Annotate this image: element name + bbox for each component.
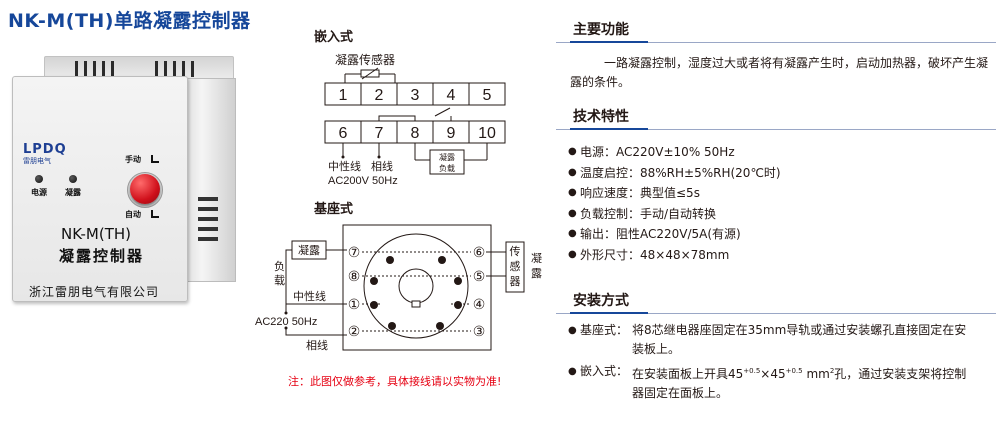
top-terminal-strip bbox=[324, 82, 506, 106]
list-item: ●输出：阻性AC220V/5A(有源) bbox=[568, 227, 741, 242]
pin-4: ④ bbox=[473, 296, 486, 312]
svg-text:器: 器 bbox=[510, 275, 521, 288]
load-label-1: 负 bbox=[274, 259, 285, 273]
terminal-4: 4 bbox=[447, 87, 456, 104]
neutral-label: 中性线 bbox=[328, 159, 361, 173]
install-embed-text: 在安装面板上开具45+0.5×45+0.5 mm2孔，通过安装支架将控制器固定在… bbox=[632, 367, 967, 400]
socket-circle bbox=[363, 233, 469, 339]
sensor-label: 凝露传感器 bbox=[335, 52, 395, 67]
device-side-case bbox=[180, 78, 236, 282]
install-heading: 安装方式 bbox=[573, 293, 629, 309]
pin-8: ⑧ bbox=[348, 268, 361, 284]
tech-rule bbox=[556, 129, 996, 130]
live-label: 相线 bbox=[371, 159, 393, 173]
page-title: NK-M(TH)单路凝露控制器 bbox=[8, 10, 251, 32]
terminal-1: 1 bbox=[339, 87, 348, 104]
top-vents-right bbox=[155, 61, 194, 77]
company-name: 浙江雷朋电气有限公司 bbox=[29, 285, 160, 299]
manual-mark-icon bbox=[151, 155, 159, 163]
pin-2: ② bbox=[348, 323, 361, 339]
pin-5: ⑤ bbox=[473, 268, 486, 284]
power-led-label: 电源 bbox=[31, 188, 47, 197]
socket-pins bbox=[370, 256, 462, 330]
install-rule bbox=[556, 313, 996, 314]
terminal-3: 3 bbox=[411, 87, 420, 104]
tech-list: ●电源：AC220V±10% 50Hz ●温度启控：88%RH±5%RH(20℃… bbox=[568, 142, 781, 266]
auto-mode-label: 自动 bbox=[125, 210, 141, 219]
terminal-9: 9 bbox=[447, 125, 456, 142]
main-function-rule bbox=[556, 42, 996, 43]
install-base: ● 基座式： 将8芯继电器座固定在35mm导轨或通过安装螺孔直接固定在安装板上。 bbox=[568, 321, 977, 359]
terminal-7: 7 bbox=[375, 125, 384, 142]
install-base-text: 将8芯继电器座固定在35mm导轨或通过安装螺孔直接固定在安装板上。 bbox=[632, 323, 967, 356]
device-name-label: 凝露控制器 bbox=[59, 247, 145, 265]
top-vents bbox=[75, 61, 114, 77]
auto-mark-icon bbox=[151, 210, 159, 218]
device-model-label: NK-M(TH) bbox=[61, 225, 131, 243]
install-embed: ● 嵌入式： 在安装面板上开具45+0.5×45+0.5 mm2孔，通过安装支架… bbox=[568, 362, 977, 403]
list-item: ●响应速度：典型值≤5s bbox=[568, 186, 700, 201]
supply-label: AC200V 50Hz bbox=[328, 175, 398, 187]
base-supply-label: AC220 50Hz bbox=[255, 316, 317, 328]
terminal-2: 2 bbox=[375, 87, 384, 104]
base-neutral-label: 中性线 bbox=[293, 289, 326, 303]
product-photo: LPDQ 雷朋电气 电源 凝露 手动 自动 NK-M(TH) 凝露控制器 浙江雷… bbox=[4, 56, 246, 320]
base-live-label: 相线 bbox=[306, 338, 328, 352]
install-base-label: 基座式： bbox=[580, 323, 629, 337]
device-front-panel: LPDQ 雷朋电气 电源 凝露 手动 自动 NK-M(TH) 凝露控制器 浙江雷… bbox=[12, 76, 188, 302]
svg-text:凝露: 凝露 bbox=[298, 243, 320, 257]
socket-center-hole bbox=[398, 268, 434, 304]
install-embed-label: 嵌入式： bbox=[580, 364, 629, 378]
svg-text:传: 传 bbox=[510, 245, 521, 258]
base-sensor-label-1: 凝 bbox=[531, 251, 542, 265]
svg-text:凝露: 凝露 bbox=[439, 152, 455, 162]
terminal-10: 10 bbox=[478, 125, 496, 142]
wiring-note: 注：此图仅做参考，具体接线请以实物为准! bbox=[288, 375, 502, 388]
list-item: ●电源：AC220V±10% 50Hz bbox=[568, 145, 735, 159]
list-item: ●温度启控：88%RH±5%RH(20℃时) bbox=[568, 165, 781, 180]
list-item: ●外形尺寸：48×48×78mm bbox=[568, 247, 730, 262]
socket-outline bbox=[342, 224, 492, 351]
pin-7: ⑦ bbox=[348, 244, 361, 260]
terminal-6: 6 bbox=[339, 125, 348, 142]
terminal-8: 8 bbox=[411, 125, 420, 142]
brand-logo: LPDQ 雷朋电气 bbox=[23, 142, 67, 165]
pin-3: ③ bbox=[473, 323, 486, 339]
svg-text:负载: 负载 bbox=[439, 163, 455, 173]
manual-mode-label: 手动 bbox=[125, 155, 141, 164]
mode-switch-knob bbox=[130, 174, 160, 204]
load-label-2: 载 bbox=[274, 274, 285, 287]
tech-heading: 技术特性 bbox=[573, 109, 629, 125]
list-item: ●负载控制：手动/自动转换 bbox=[568, 206, 717, 221]
condensation-led-label: 凝露 bbox=[65, 188, 81, 197]
load-box bbox=[429, 149, 465, 175]
side-vents bbox=[198, 197, 218, 241]
condensation-led bbox=[69, 175, 77, 183]
terminal-5: 5 bbox=[483, 87, 492, 104]
power-led bbox=[35, 175, 43, 183]
base-heading: 基座式 bbox=[314, 202, 354, 217]
base-sensor-label-2: 露 bbox=[531, 267, 542, 280]
main-function-heading: 主要功能 bbox=[573, 22, 629, 38]
svg-text:感: 感 bbox=[510, 260, 521, 273]
main-function-text: 一路凝露控制，湿度过大或者将有凝露产生时，启动加热器，破坏产生凝露的条件。 bbox=[570, 56, 989, 89]
pin-1: ① bbox=[348, 296, 361, 312]
base-sensor-box bbox=[505, 241, 525, 293]
relay-switch-icon bbox=[434, 107, 451, 117]
wiring-diagrams: 凝露传感器 1 2 3 4 5 6 7 8 9 10 中性线 相线 AC200V… bbox=[255, 52, 542, 352]
embedded-heading: 嵌入式 bbox=[314, 30, 354, 45]
pin-6: ⑥ bbox=[473, 244, 486, 260]
